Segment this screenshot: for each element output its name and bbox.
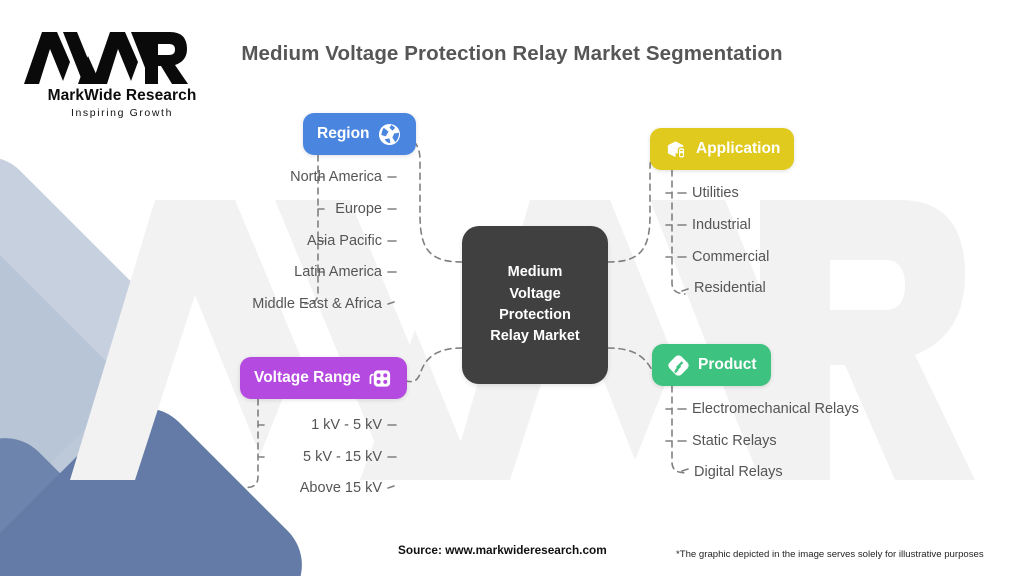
leaf-voltage-2: Above 15 kV bbox=[299, 479, 382, 496]
branch-pill-product[interactable]: Product bbox=[652, 344, 771, 386]
leaf-application-3: Residential bbox=[694, 279, 766, 296]
branch-label-product: Product bbox=[698, 356, 757, 373]
leader-application-3 bbox=[681, 288, 689, 292]
branch-pill-region[interactable]: Region bbox=[303, 113, 416, 155]
branch-pill-voltage-range[interactable]: Voltage Range bbox=[240, 357, 407, 399]
branch-label-voltage-range: Voltage Range bbox=[254, 369, 361, 386]
decorative-shape-mid bbox=[0, 189, 141, 576]
leader-product-2 bbox=[681, 468, 689, 472]
link-voltage-trunk bbox=[244, 398, 259, 489]
logo-mwr-mark bbox=[24, 32, 188, 84]
decorative-shape-dark bbox=[0, 388, 322, 576]
leaf-application-1: Industrial bbox=[692, 216, 751, 233]
decorative-shape-light bbox=[0, 138, 182, 527]
package-remote-icon bbox=[664, 137, 688, 161]
decorative-shape-dark-secondary bbox=[0, 418, 182, 576]
leader-region-4 bbox=[387, 301, 395, 305]
logo-company-name: MarkWide Research bbox=[47, 87, 197, 104]
logo-tagline: Inspiring Growth bbox=[70, 107, 174, 119]
center-node-label: Medium Voltage Protection Relay Market bbox=[490, 264, 580, 345]
leaf-region-3: Latin America bbox=[294, 263, 382, 280]
leaf-application-0: Utilities bbox=[692, 184, 739, 201]
leaf-region-1: Europe bbox=[335, 200, 382, 217]
leaf-product-1: Static Relays bbox=[692, 432, 777, 449]
grid-apps-icon bbox=[369, 366, 393, 390]
diamond-feed-icon bbox=[666, 353, 690, 377]
leaf-region-4: Middle East & Africa bbox=[252, 295, 382, 312]
link-center-voltage bbox=[399, 347, 463, 383]
source-label: Source: www.markwideresearch.com bbox=[398, 543, 607, 557]
leaf-application-2: Commercial bbox=[692, 248, 770, 265]
link-application-trunk bbox=[671, 169, 686, 295]
center-node[interactable]: Medium Voltage Protection Relay Market bbox=[462, 226, 608, 384]
leaf-product-2: Digital Relays bbox=[694, 463, 783, 480]
page-title: Medium Voltage Protection Relay Market S… bbox=[241, 42, 783, 65]
brand-logo: MarkWide Research Inspiring Growth bbox=[22, 28, 222, 119]
disclaimer-note: *The graphic depicted in the image serve… bbox=[676, 549, 984, 560]
leaf-voltage-0: 1 kV - 5 kV bbox=[311, 416, 382, 433]
globe-icon bbox=[378, 122, 402, 146]
leaf-voltage-1: 5 kV - 15 kV bbox=[303, 448, 382, 465]
leaf-region-0: North America bbox=[290, 168, 382, 185]
leader-voltage-2 bbox=[387, 485, 395, 489]
branch-label-region: Region bbox=[317, 125, 370, 142]
branch-pill-application[interactable]: Application bbox=[650, 128, 795, 170]
link-product-trunk bbox=[671, 385, 686, 474]
leaf-region-2: Asia Pacific bbox=[307, 232, 382, 249]
branch-label-application: Application bbox=[696, 140, 781, 157]
leaf-product-0: Electromechanical Relays bbox=[692, 400, 859, 417]
